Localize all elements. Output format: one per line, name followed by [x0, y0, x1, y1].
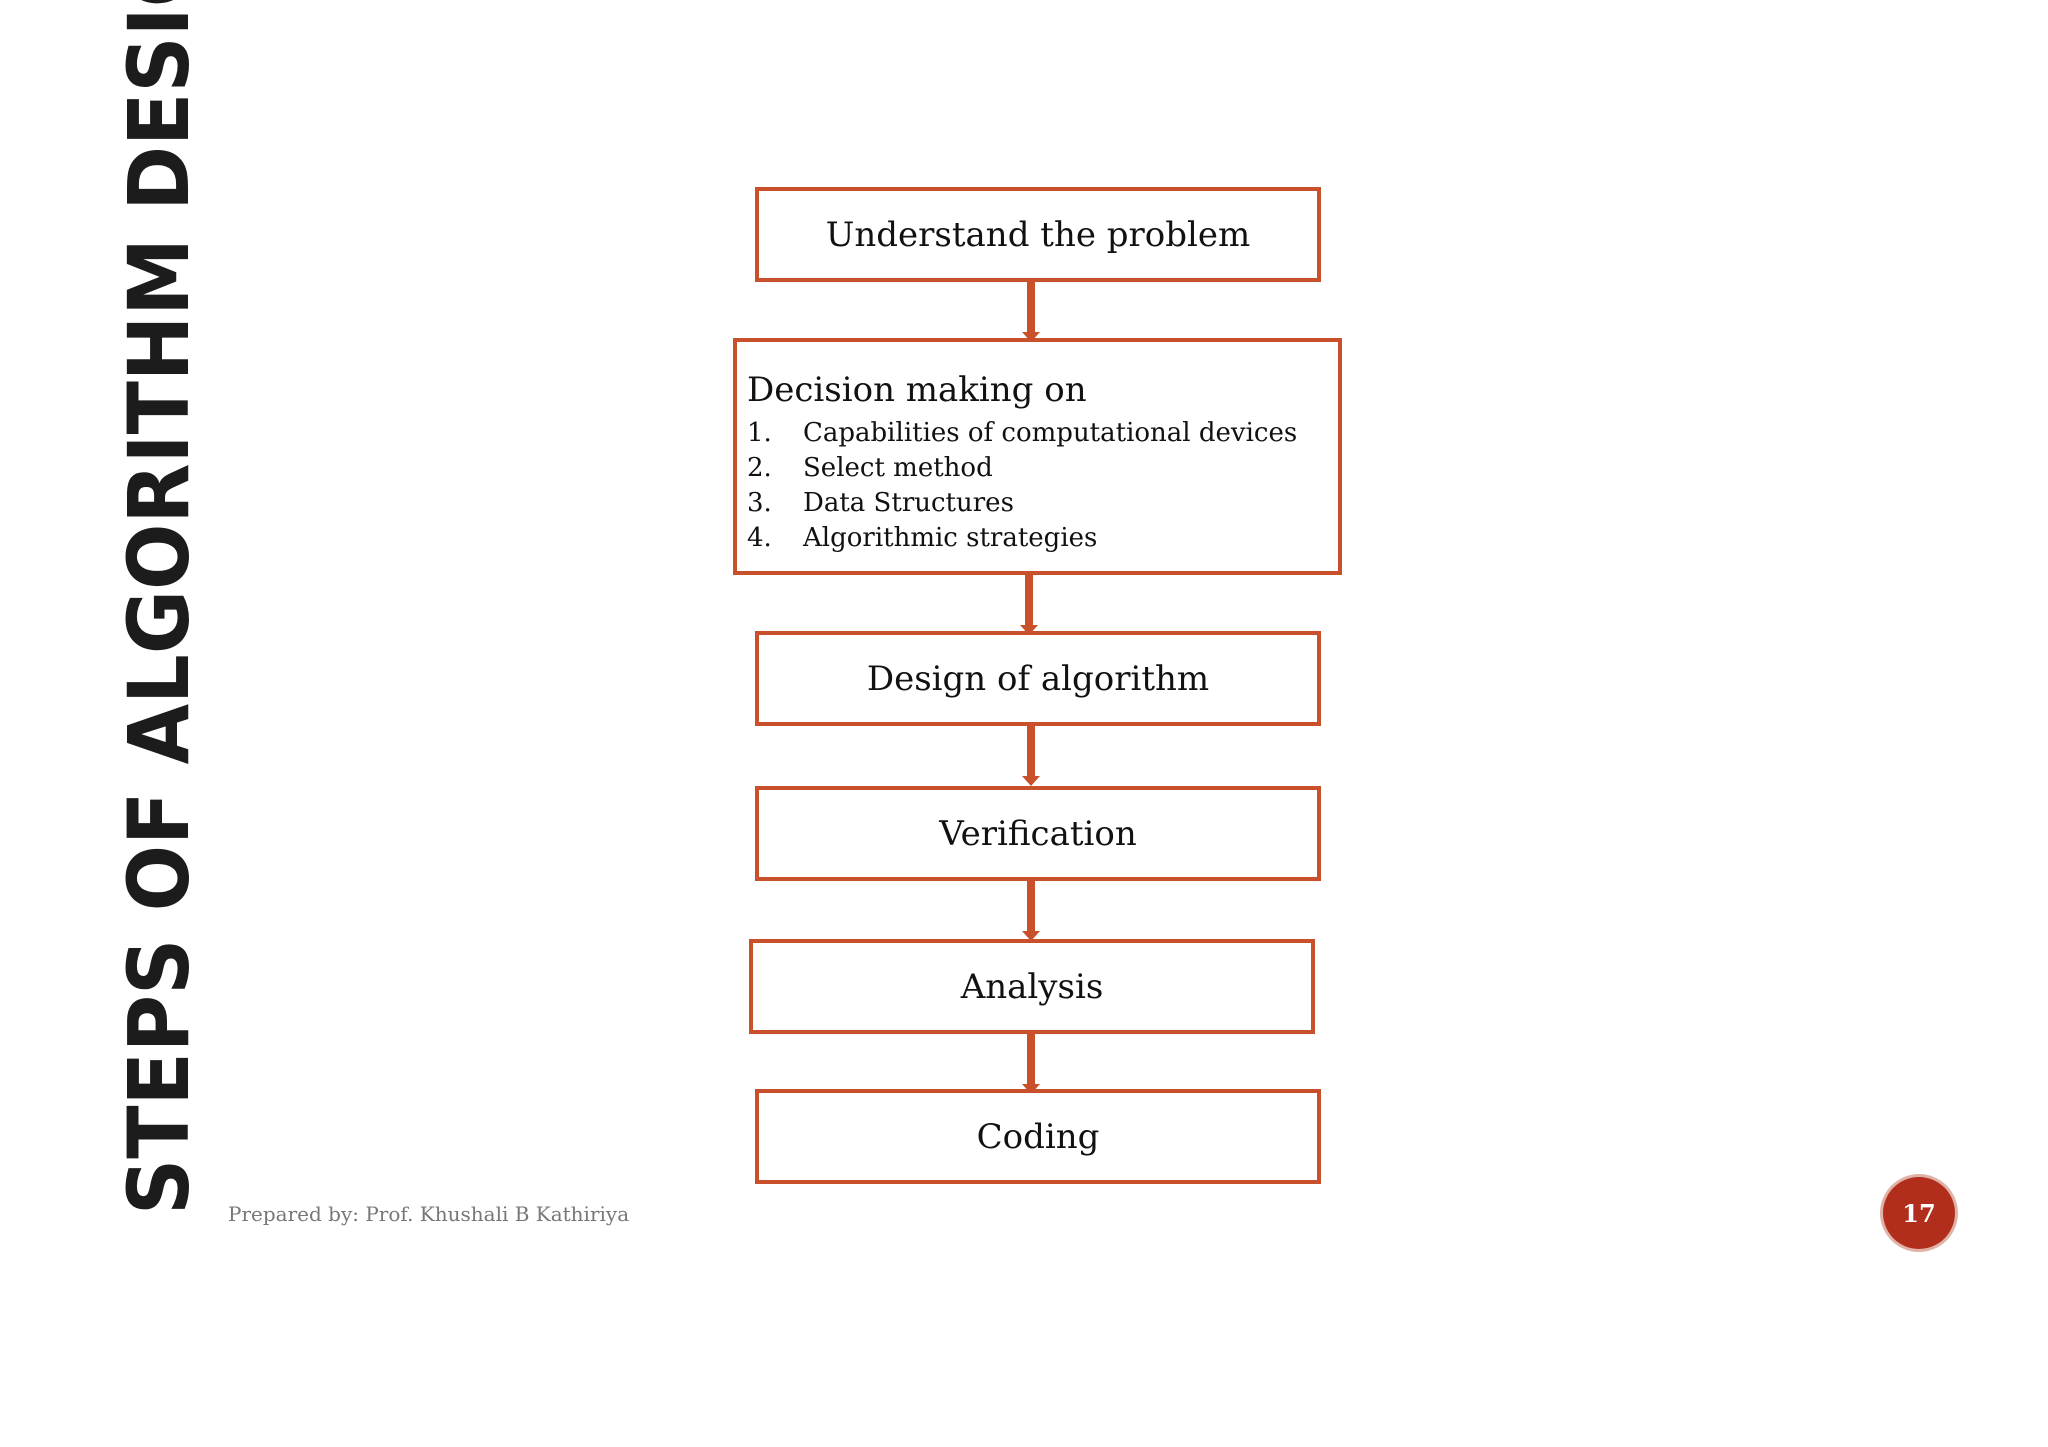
- list-item: 3. Data Structures: [747, 486, 1338, 521]
- decision-list: 1. Capabilities of computational devices…: [747, 416, 1338, 556]
- step-coding: Coding: [755, 1089, 1321, 1184]
- list-item-number: 3.: [747, 488, 772, 518]
- arrow-5: [1022, 1034, 1040, 1094]
- list-item-text: Algorithmic strategies: [803, 523, 1098, 553]
- step-verification-label: Verification: [939, 813, 1137, 854]
- arrow-4: [1022, 881, 1040, 941]
- footer-credit: Prepared by: Prof. Khushali B Kathiriya: [228, 1202, 630, 1226]
- list-item: 2. Select method: [747, 451, 1338, 486]
- page-number: 17: [1902, 1198, 1936, 1228]
- list-item-text: Capabilities of computational devices: [803, 418, 1298, 448]
- step-understand-problem: Understand the problem: [755, 187, 1321, 282]
- step-design-algorithm: Design of algorithm: [755, 631, 1321, 726]
- list-item-number: 1.: [747, 418, 772, 448]
- arrow-2: [1020, 575, 1038, 635]
- list-item-number: 2.: [747, 453, 772, 483]
- step-analysis-label: Analysis: [960, 966, 1104, 1007]
- list-item-text: Select method: [803, 453, 993, 483]
- list-item: 4. Algorithmic strategies: [747, 521, 1338, 556]
- step-design-algorithm-label: Design of algorithm: [866, 658, 1210, 699]
- step-understand-problem-label: Understand the problem: [825, 214, 1251, 255]
- step-coding-label: Coding: [976, 1116, 1100, 1157]
- step-analysis: Analysis: [749, 939, 1315, 1034]
- step-decision-making: Decision making on 1. Capabilities of co…: [733, 338, 1342, 575]
- slide-title: STEPS OF ALGORITHM DESIGN: [110, 0, 208, 1215]
- decision-heading: Decision making on: [747, 370, 1087, 410]
- list-item-text: Data Structures: [803, 488, 1014, 518]
- arrow-1: [1022, 282, 1040, 342]
- list-item-number: 4.: [747, 523, 772, 553]
- arrow-3: [1022, 726, 1040, 786]
- step-verification: Verification: [755, 786, 1321, 881]
- list-item: 1. Capabilities of computational devices: [747, 416, 1338, 451]
- page-number-badge: 17: [1883, 1177, 1955, 1249]
